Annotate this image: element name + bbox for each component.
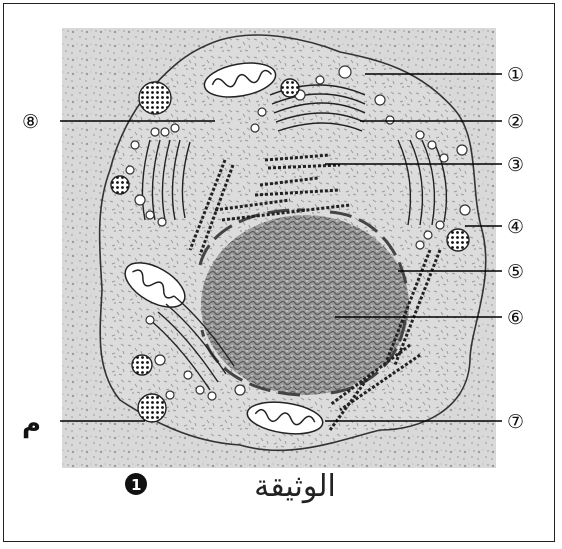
label-2: ② xyxy=(507,111,524,133)
label-5: ⑤ xyxy=(507,261,524,283)
label-1: ① xyxy=(507,64,524,86)
label-8: ⑧ xyxy=(22,111,39,133)
label-4: ④ xyxy=(507,216,524,238)
label-7: ⑦ xyxy=(507,411,524,433)
caption-title: الوثيقة xyxy=(254,469,336,504)
nucleus xyxy=(201,215,409,395)
label-m: م xyxy=(22,409,41,439)
label-6: ⑥ xyxy=(507,307,524,329)
label-3: ③ xyxy=(507,154,524,176)
caption-number: 1 xyxy=(131,476,141,494)
